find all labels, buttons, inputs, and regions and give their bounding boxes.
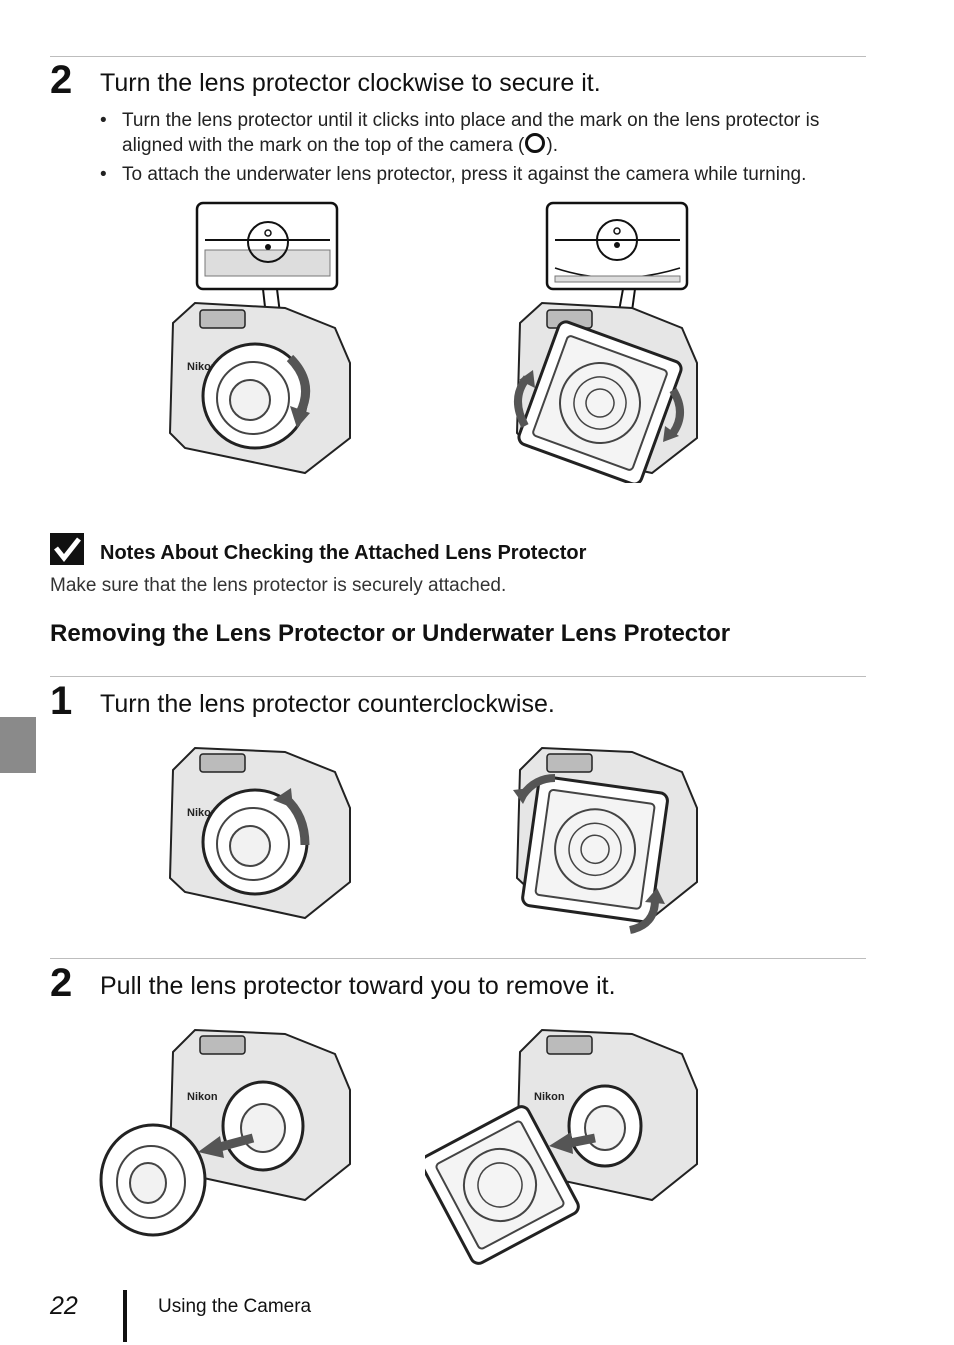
footer-divider	[123, 1290, 127, 1342]
note-title: Notes About Checking the Attached Lens P…	[100, 542, 587, 564]
pull-lens-protector-illustration: Nikon	[99, 1028, 351, 1237]
top-rule	[50, 56, 866, 57]
page-number: 22	[50, 1292, 78, 1320]
turn-underwater-counterclockwise-illustration	[513, 746, 698, 934]
attach-lens-protector-illustration: Nikon	[168, 201, 351, 475]
step-number: 2	[50, 58, 73, 102]
step-rule	[50, 958, 866, 959]
section-heading: Removing the Lens Protector or Underwate…	[50, 620, 731, 647]
note-check-icon	[50, 533, 84, 565]
chapter-side-tab	[0, 717, 36, 773]
ring-mark-icon	[525, 133, 546, 153]
step-number: 2	[50, 961, 73, 1005]
camera-brand-logo: Nikon	[534, 1091, 565, 1103]
step-title: Turn the lens protector counterclockwise…	[100, 690, 555, 718]
camera-brand-logo: Nikon	[187, 1091, 218, 1103]
bullet-item: • Turn the lens protector until it click…	[100, 110, 820, 156]
step-title: Pull the lens protector toward you to re…	[100, 972, 616, 1000]
bullet-dot: •	[100, 110, 107, 131]
step-title: Turn the lens protector clockwise to sec…	[100, 69, 601, 97]
turn-counterclockwise-illustration: Nikon	[168, 746, 351, 920]
step-number: 1	[50, 679, 73, 723]
pull-underwater-protector-illustration: Nikon	[425, 1028, 698, 1265]
note-body: Make sure that the lens protector is sec…	[50, 575, 507, 596]
bullet-dot: •	[100, 164, 107, 185]
attach-underwater-protector-illustration	[514, 201, 698, 483]
chapter-label: Using the Camera	[158, 1296, 312, 1317]
bullet-item: • To attach the underwater lens protecto…	[100, 164, 807, 185]
section-rule	[50, 676, 866, 677]
